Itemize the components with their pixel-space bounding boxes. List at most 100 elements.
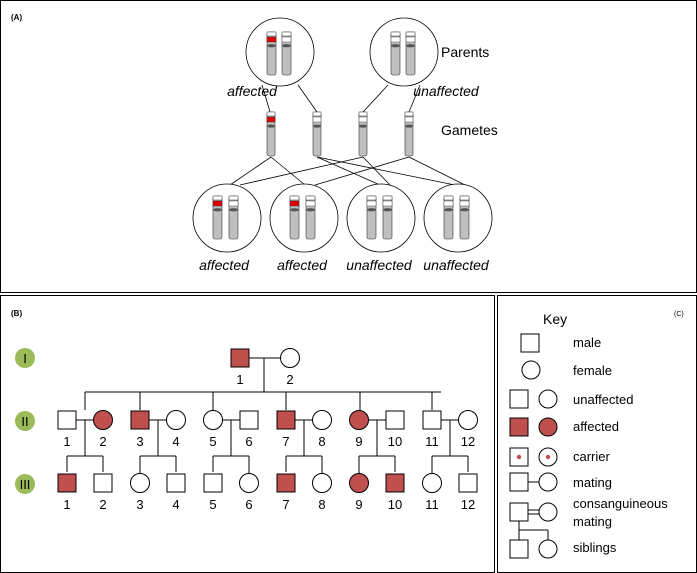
key-consanguineous-male [509, 502, 529, 522]
panel-c-label: (C) [674, 311, 684, 318]
gen-ii-individual-1 [57, 410, 77, 430]
offspring-2-chromosome-a [289, 195, 300, 240]
gen-ii-individual-8 [312, 410, 332, 430]
gen-iii-individual-4 [166, 473, 186, 493]
gen-iii-individual-5-number: 5 [209, 497, 216, 512]
key-label-unaffected: unaffected [573, 392, 633, 407]
key-female-symbol [521, 360, 541, 380]
gen-ii-individual-1-number: 1 [63, 434, 70, 449]
pedigree-symbols [57, 348, 478, 493]
gen-ii-individual-3 [130, 410, 150, 430]
key-labels: male female unaffected affected carrier … [573, 335, 668, 555]
offspring-4-chromosome-a [443, 195, 454, 240]
key-label-siblings: siblings [573, 540, 617, 555]
gen-ii-individual-12-number: 12 [461, 434, 475, 449]
gen-ii-individual-9-number: 9 [355, 434, 362, 449]
offspring-3-chromosome-a [366, 195, 377, 240]
panel-a-frame [0, 0, 697, 293]
generation-badge-i [15, 348, 35, 368]
parent-left-status: affected [227, 83, 278, 99]
gen-ii-individual-6-number: 6 [245, 434, 252, 449]
gen-ii-individual-4-number: 4 [172, 434, 179, 449]
gen-i-individual-2 [280, 348, 300, 368]
key-unaffected-female [538, 389, 558, 409]
key-mating-female [538, 472, 558, 492]
gamete-4-chromosome [404, 111, 414, 157]
gen-ii-individual-12 [458, 410, 478, 430]
key-title: Key [543, 311, 567, 327]
gen-ii-individual-11 [422, 410, 442, 430]
key-label-consanguineous-1: consanguineous [573, 496, 668, 511]
key-symbols [509, 333, 558, 559]
offspring-1-chromosome-b [228, 195, 239, 240]
gen-iii-individual-1-number: 1 [63, 497, 70, 512]
offspring-2-cell [269, 183, 339, 253]
gen-iii-individual-12-number: 12 [461, 497, 475, 512]
gen-iii-individual-11-number: 11 [425, 497, 439, 512]
offspring-1-chromosome-a [212, 195, 223, 240]
gen-iii-individual-6 [239, 473, 259, 493]
generation-badge-iii [15, 474, 35, 494]
chromosomes [212, 31, 470, 240]
gamete-3-chromosome [358, 111, 368, 157]
gen-iii-individual-1 [57, 473, 77, 493]
key-label-mating: mating [573, 475, 612, 490]
gen-ii-individual-8-number: 8 [318, 434, 325, 449]
gen-iii-individual-12 [458, 473, 478, 493]
offspring-1-status: affected [199, 257, 250, 273]
gen-iii-individual-9 [349, 473, 369, 493]
gamete-1-chromosome [266, 111, 276, 157]
parent-right-cell [369, 17, 439, 87]
inheritance-lines [229, 84, 466, 186]
key-label-carrier: carrier [573, 449, 611, 464]
key-label-male: male [573, 335, 601, 350]
key-label-affected: affected [573, 419, 619, 434]
gen-i-individual-2-number: 2 [286, 372, 293, 387]
gen-iii-individual-8 [312, 473, 332, 493]
gen-ii-individual-4 [166, 410, 186, 430]
gen-iii-individual-10-number: 10 [388, 497, 402, 512]
key-unaffected-male [509, 389, 529, 409]
gen-iii-individual-4-number: 4 [172, 497, 179, 512]
parent-left-chromosome-mutant [266, 31, 277, 76]
gen-iii-individual-9-number: 9 [355, 497, 362, 512]
key-affected-female [538, 417, 558, 437]
gen-iii-individual-7 [276, 473, 296, 493]
parents-label: Parents [441, 44, 489, 60]
parent-right-status: unaffected [413, 83, 480, 99]
generation-label-ii: II [21, 414, 28, 429]
gametes-label: Gametes [441, 122, 498, 138]
gen-iii-individual-2-number: 2 [99, 497, 106, 512]
offspring-4-chromosome-b [459, 195, 470, 240]
key-mating-male [509, 472, 529, 492]
key-carrier-dot-female [545, 454, 551, 460]
parent-left-chromosome-normal [281, 31, 292, 76]
offspring-2-chromosome-b [305, 195, 316, 240]
gen-iii-individual-3 [130, 473, 150, 493]
gen-iii-individual-10 [385, 473, 405, 493]
gen-ii-individual-11-number: 11 [425, 434, 439, 449]
gen-ii-individual-5-number: 5 [209, 434, 216, 449]
key-male-symbol [520, 333, 540, 353]
key-affected-male [509, 417, 529, 437]
parent-left-cell [245, 17, 315, 87]
generation-badge-ii [15, 411, 35, 431]
parent-right-chromosome-1 [390, 31, 401, 76]
gen-ii-individual-2-number: 2 [99, 434, 106, 449]
gen-ii-individual-2 [93, 410, 113, 430]
gen-ii-individual-6 [239, 410, 259, 430]
gen-i-individual-1-number: 1 [236, 372, 243, 387]
gen-iii-individual-7-number: 7 [282, 497, 289, 512]
offspring-4-cell [423, 183, 493, 253]
offspring-3-chromosome-b [382, 195, 393, 240]
generation-label-i: I [23, 351, 27, 366]
gen-iii-individual-6-number: 6 [245, 497, 252, 512]
gen-ii-individual-3-number: 3 [136, 434, 143, 449]
offspring-4-status: unaffected [423, 257, 490, 273]
pedigree-lines [66, 357, 469, 474]
key-label-consanguineous-2: mating [573, 514, 612, 529]
gen-i-individual-1 [230, 348, 250, 368]
gen-ii-individual-10 [385, 410, 405, 430]
